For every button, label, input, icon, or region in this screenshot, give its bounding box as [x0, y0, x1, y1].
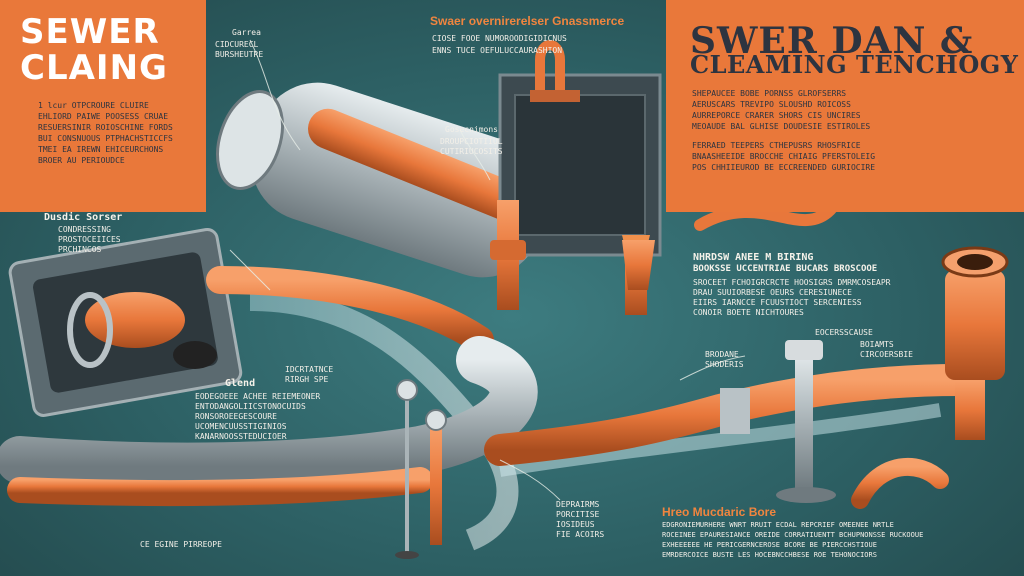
center-small-sub: CIDCURECL BURSHEUTRE: [215, 40, 264, 59]
right-title-line2: CLEAMING TENCHOGY: [690, 50, 1019, 79]
right-title-line1: SWER DAN &: [690, 20, 974, 62]
vertical-pump-1: [490, 200, 526, 310]
callout-lines: [229, 39, 746, 501]
water-stream-right: [498, 403, 942, 477]
center-line-2: ENNS TUCE OEFULUCCAURASHION: [432, 46, 563, 55]
unit-sub: BOIAMTS CIRCOERSBIE: [860, 340, 913, 359]
pipe-clamp: [720, 388, 750, 434]
orange-hose-bottom: [7, 467, 433, 506]
elbow-pipe: [851, 458, 949, 509]
right-mid-subheading: BOOKSSE UCCENTRIAE BUCARS BROSCOOE: [693, 264, 878, 274]
bottom-left-label: CE EGINE PIRREOPE: [140, 540, 222, 549]
nozzle-fitting: [941, 246, 1009, 440]
pump-housing: [498, 40, 662, 257]
left-title-line1: SEWER: [20, 12, 160, 52]
center-small-label: Garrea: [232, 28, 261, 37]
right-panel-body-2: FERRAED TEEPERS CTHEPUSRS RHOSFRICE BNAA…: [692, 141, 876, 172]
left-mid-heading: Dusdic Sorser: [44, 212, 123, 223]
silver-hose: [0, 336, 538, 491]
center-lower-label: Glend: [225, 378, 256, 389]
left-mid-body: CONDRESSING PROSTOCEIICES PRCHINCOS: [58, 225, 121, 254]
center-callout-label: Gosecnimons: [445, 125, 498, 134]
main-pipe: [206, 266, 494, 354]
orange-funnel: [622, 240, 655, 290]
right-mid-body: SROCEET FCHOIGRCRCTE HOOSIGRS DMRMCOSEAP…: [693, 278, 891, 317]
left-machine: [8, 227, 243, 417]
gauge-pole: [776, 340, 836, 503]
right-panel-body-1: SHEPAUCEE BOBE PORNSS GLROFSERRS AERUSCA…: [692, 89, 871, 131]
center-headline: Swaer overnirerelser Gnassmerce: [430, 14, 625, 28]
left-panel-body: 1 lcur OTPCROURE CLUIRE EHLIORD PAIWE PO…: [38, 101, 173, 165]
right-info-panel: [666, 0, 1024, 212]
bottom-right-body: EDGRONIEMURHERE WNRT RRUIT ECDAL REPCRIE…: [662, 521, 924, 559]
pressure-label: BRODANE SHODERIS: [705, 350, 744, 369]
inspection-stand-2: [425, 409, 447, 545]
left-panel-title: SEWER CLAING: [20, 14, 168, 86]
center-callout-sub: DROUPCIOTIIUL CUTIRIUCOSITS: [440, 137, 503, 156]
bottom-center-label: DEPRAIRMS PORCITISE IOSIDEUS FIE ACOIRS: [556, 500, 605, 539]
unit-label: EOCERSSCAUSE: [815, 328, 873, 337]
center-lower-label2: IDCRTATNCE RIRGH SPE: [285, 365, 334, 384]
left-title-line2: CLAING: [20, 48, 168, 88]
inspection-stand-1: [395, 379, 419, 559]
right-mid-heading: NHRDSW ANEE M BIRING: [693, 252, 814, 263]
center-lower-body: EODEGOEEE ACHEE REIEMEONER ENTODANGOLIIC…: [195, 392, 321, 441]
left-info-panel: [0, 0, 206, 212]
center-line-1: CIOSE FOOE NUMOROODIGIDICNUS: [432, 34, 567, 43]
bottom-right-heading: Hreo Mucdaric Bore: [662, 505, 777, 519]
